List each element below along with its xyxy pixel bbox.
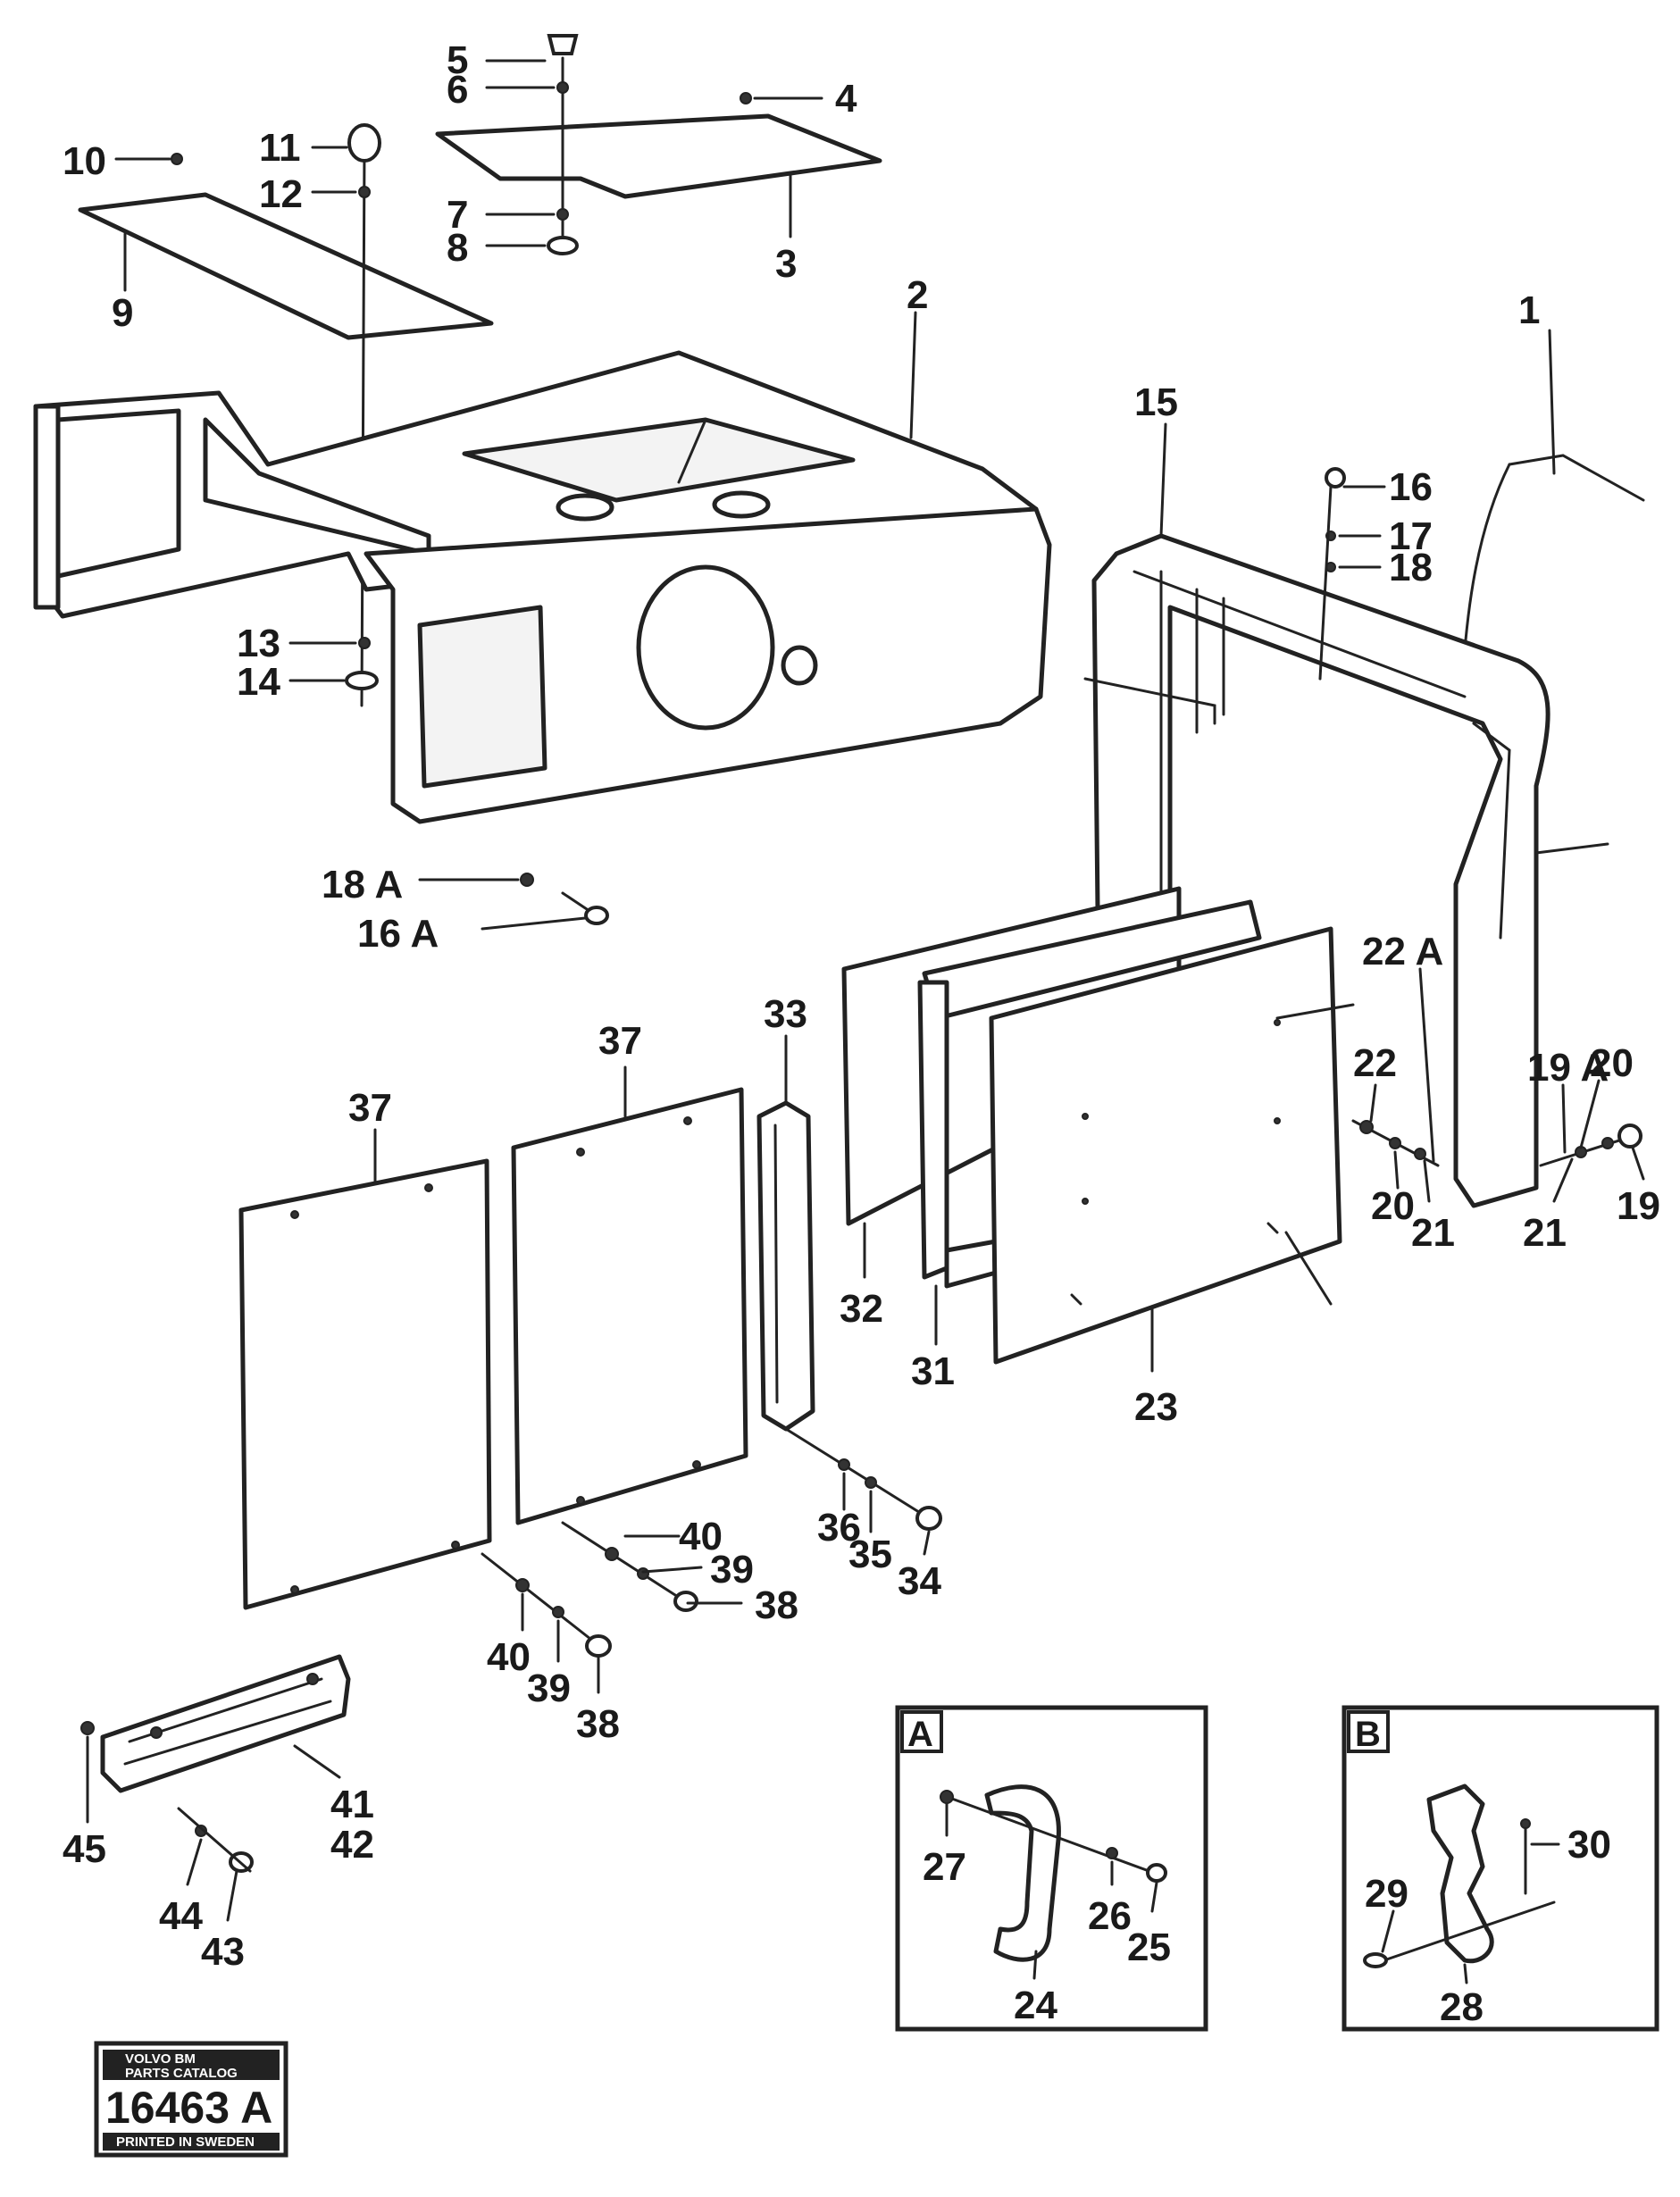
callout-25: 25 [1127,1926,1171,1969]
callout-10: 10 [63,139,106,183]
callout-27: 27 [923,1845,966,1889]
callout-30: 30 [1567,1823,1611,1867]
detail-b-tag-label: B [1355,1715,1381,1754]
callout-37-right: 37 [598,1019,642,1063]
callout-22a: 22 A [1362,930,1443,973]
callout-33: 33 [764,992,807,1036]
callout-23: 23 [1134,1385,1178,1429]
callout-43: 43 [201,1930,245,1974]
detail-a-panel: A [895,1705,1208,2032]
callout-24: 24 [1014,1984,1057,2027]
part-31-window-seal [917,899,1262,1346]
part-3-cover-plate [435,113,882,238]
callout-45: 45 [63,1827,106,1871]
part-37-panel-left [238,1128,492,1610]
stamp-code: 16463 A [105,2083,272,2133]
callout-19a: 19 A [1527,1046,1609,1090]
callout-18: 18 [1389,546,1433,589]
callout-26: 26 [1088,1894,1132,1938]
part-37-panel-right [511,1065,748,1525]
callout-35: 35 [848,1533,892,1576]
callout-44: 44 [159,1894,203,1938]
callout-12: 12 [259,172,303,216]
detail-b-tag [1347,1710,1390,1753]
part-23-window-glass [989,926,1355,1373]
callout-21-left: 21 [1411,1211,1455,1255]
callout-16a: 16 A [357,912,439,956]
stamp-sub-line: PARTS CATALOG [125,2066,238,2081]
callout-41: 41 [330,1783,374,1826]
callout-21-right: 21 [1523,1211,1567,1255]
callout-31: 31 [911,1349,955,1393]
callout-13: 13 [237,622,280,665]
callout-36: 36 [817,1506,861,1550]
callout-40-upper: 40 [679,1515,723,1558]
detail-a-tag [900,1710,943,1753]
part-2-housing [33,311,1052,824]
callout-2: 2 [907,273,928,317]
part-15-roll-frame [1083,422,1550,1208]
stamp-footer-line: PRINTED IN SWEDEN [116,2134,255,2150]
callout-6: 6 [447,68,468,112]
callout-38-upper: 38 [755,1583,798,1627]
bolt-axis-left [360,146,366,707]
callout-28: 28 [1440,1985,1484,2029]
callout-38-lower: 38 [576,1702,620,1746]
callout-7: 7 [447,193,468,237]
callout-37-left: 37 [348,1086,392,1130]
callout-3: 3 [775,242,797,286]
detail-b-panel: B [1341,1705,1659,2032]
part-41-42-bracket [100,1654,351,1793]
callout-leaders [86,59,1645,1922]
stamp-brand-line: VOLVO BM [125,2051,196,2067]
callout-29: 29 [1365,1872,1408,1916]
callout-9: 9 [112,291,133,335]
part-33-hinge-strip [756,1034,815,1432]
callout-8: 8 [447,226,468,270]
callout-16: 16 [1389,465,1433,509]
callout-11: 11 [259,126,301,170]
callout-42: 42 [330,1823,374,1867]
fasteners [80,34,1642,1873]
callout-32: 32 [840,1287,883,1331]
callout-20-right: 20 [1590,1041,1634,1085]
callout-1: 1 [1518,288,1540,332]
callout-39-lower: 39 [527,1667,571,1710]
part-9-cover-plate [78,192,494,340]
callout-39-upper: 39 [710,1548,754,1591]
callout-40-lower: 40 [487,1635,531,1679]
part-1-cab-structure [1459,329,1645,855]
detail-a-tag-label: A [907,1715,933,1754]
callout-19: 19 [1617,1184,1660,1228]
callout-18a: 18 A [322,863,403,906]
callout-22: 22 [1353,1041,1397,1085]
callout-14: 14 [237,660,280,704]
callout-4: 4 [835,77,857,121]
callout-34: 34 [898,1559,941,1603]
callout-15: 15 [1134,380,1178,424]
callout-5: 5 [447,38,468,82]
catalog-stamp: VOLVO BM PARTS CATALOG 16463 A PRINTED I… [94,2041,288,2158]
callout-20-left: 20 [1371,1184,1415,1228]
callouts: 1 2 3 4 5 6 7 8 9 10 11 12 13 14 15 16 1… [63,38,1660,2029]
callout-17: 17 [1389,514,1433,558]
